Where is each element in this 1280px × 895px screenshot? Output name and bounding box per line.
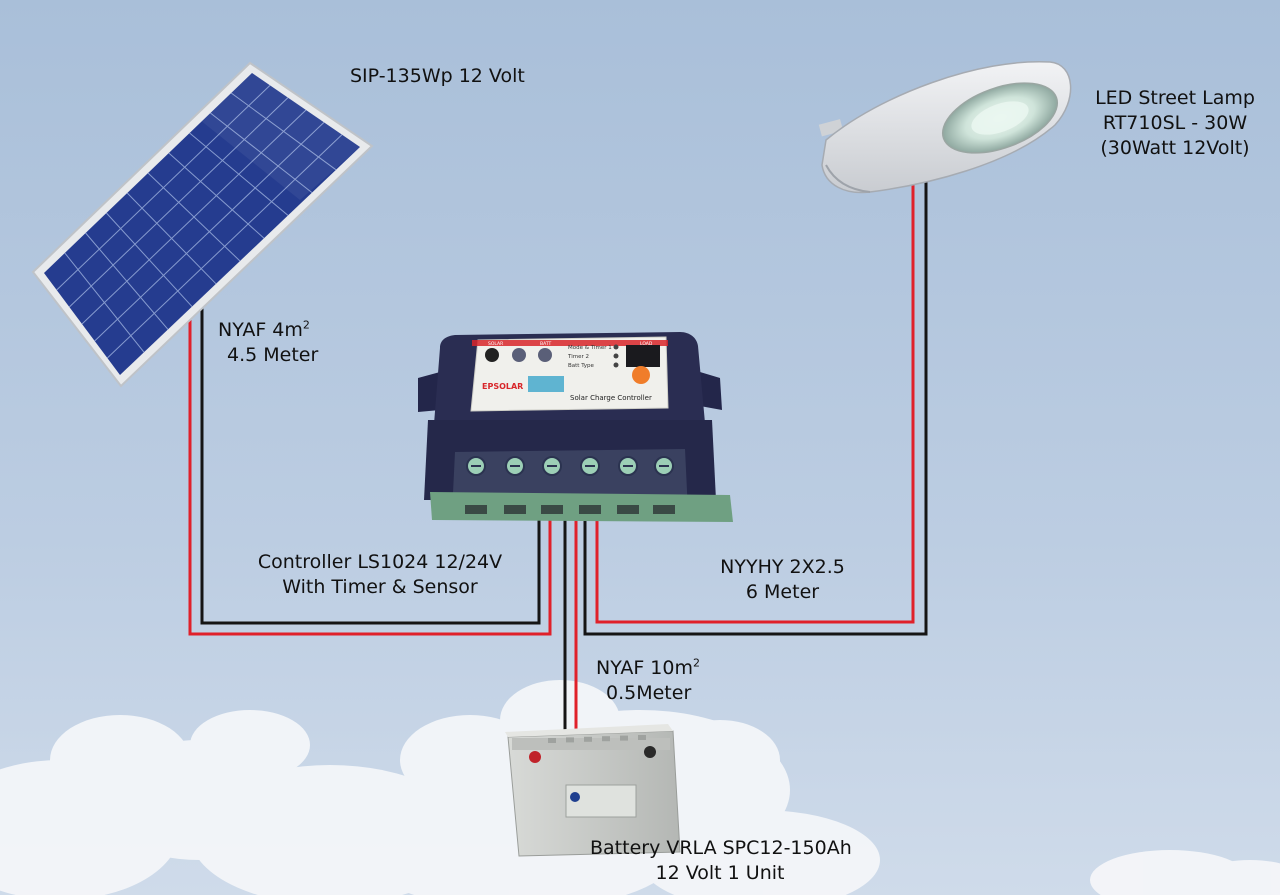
controller-face-section-label: SOLAR	[488, 341, 503, 347]
controller-face-section-labels: SOLAR BATT LOAD	[488, 341, 653, 347]
panel-grid-line	[189, 132, 289, 216]
terminal-slot	[504, 505, 526, 514]
lamp-cable-length: 6 Meter	[745, 581, 820, 603]
street-lamp-label: LED Street Lamp RT710SL - 30W (30Watt 12…	[1090, 86, 1260, 161]
controller-face-title: Solar Charge Controller	[570, 394, 652, 402]
terminal-slot	[465, 505, 487, 514]
wiring	[188, 180, 928, 740]
panel-cable-length: 4.5 Meter	[227, 344, 319, 366]
battery-cable-label: NYAF 10m2 0.5Meter	[596, 656, 700, 706]
battery-quantity: 12 Volt 1 Unit	[655, 862, 785, 884]
battery-icon	[505, 724, 681, 857]
panel-grid-line	[85, 232, 169, 330]
battery-vent-cap	[638, 735, 646, 740]
street-lamp-icon	[818, 60, 1072, 194]
battery-model: Battery VRLA SPC12-150Ah	[590, 837, 852, 859]
battery-vent-cap	[548, 738, 556, 743]
battery-vent-cap	[566, 737, 574, 743]
controller-label: Controller LS1024 12/24V With Timer & Se…	[250, 550, 510, 600]
solar-panel-model: SIP-135Wp 12 Volt	[350, 65, 525, 87]
battery-vent-cap	[584, 736, 592, 742]
controller-face-top-labels: Mode & Timer 1 Timer 2 Batt Type	[567, 344, 619, 369]
solar-panel-label: SIP-135Wp 12 Volt	[350, 64, 525, 89]
terminal-slot	[653, 505, 675, 514]
controller-face-section-label: LOAD	[640, 341, 653, 347]
controller-model: Controller LS1024 12/24V	[257, 551, 503, 573]
battery-cable-type-sup: 2	[693, 656, 700, 670]
controller-face-brand: EPSOLAR	[482, 382, 523, 391]
controller-face-top-label: Mode & Timer 1	[568, 345, 612, 351]
panel-grid-line	[106, 212, 193, 307]
terminal-slot	[579, 505, 601, 514]
controller-indicator-led	[613, 362, 619, 368]
wire-panel-positive	[188, 305, 552, 636]
charge-controller-icon: EPSOLAR Solar Charge Controller Mode & T…	[418, 332, 733, 522]
panel-cable-type: NYAF 4m2	[218, 318, 318, 343]
panel-grid-line	[210, 112, 313, 193]
battery-cable-type-text: NYAF 10m	[596, 657, 693, 679]
wire-panel-negative	[200, 305, 541, 625]
terminal-slot	[617, 505, 639, 514]
battery-vent-cap	[602, 736, 610, 742]
street-lamp-model: RT710SL - 30W	[1102, 112, 1248, 134]
controller-indicator-led	[613, 353, 619, 359]
battery-vent-cap	[620, 735, 628, 741]
battery-cable-type: NYAF 10m2	[596, 656, 700, 681]
battery-label: Battery VRLA SPC12-150Ah 12 Volt 1 Unit	[590, 836, 852, 886]
panel-cable-type-sup: 2	[302, 318, 310, 332]
panel-cable-type-text: NYAF 4m	[218, 319, 303, 341]
controller-face-top-label: Timer 2	[567, 354, 589, 360]
controller-face-section-label: BATT	[540, 341, 551, 347]
wire-lamp-negative	[583, 180, 928, 636]
panel-grid-line	[230, 92, 337, 171]
wire-lamp-positive	[595, 180, 915, 624]
battery-cable-length: 0.5Meter	[606, 682, 692, 704]
street-lamp-name: LED Street Lamp	[1095, 87, 1255, 109]
panel-grid-line	[126, 192, 217, 285]
solar-panel-icon	[31, 61, 374, 388]
controller-face-top-label: Batt Type	[568, 363, 594, 369]
panel-grid-line	[168, 152, 265, 239]
controller-indicator-led	[613, 344, 619, 350]
panel-grid-line	[147, 172, 241, 262]
panel-grid-line	[64, 252, 145, 353]
lamp-cable-type: NYYHY 2X2.5	[720, 556, 845, 578]
terminal-slot	[541, 505, 563, 514]
lamp-cable-label: NYYHY 2X2.5 6 Meter	[700, 555, 865, 605]
panel-cable-label: NYAF 4m2 4.5 Meter	[218, 318, 318, 368]
controller-features: With Timer & Sensor	[282, 576, 478, 598]
street-lamp-rating: (30Watt 12Volt)	[1100, 137, 1250, 159]
